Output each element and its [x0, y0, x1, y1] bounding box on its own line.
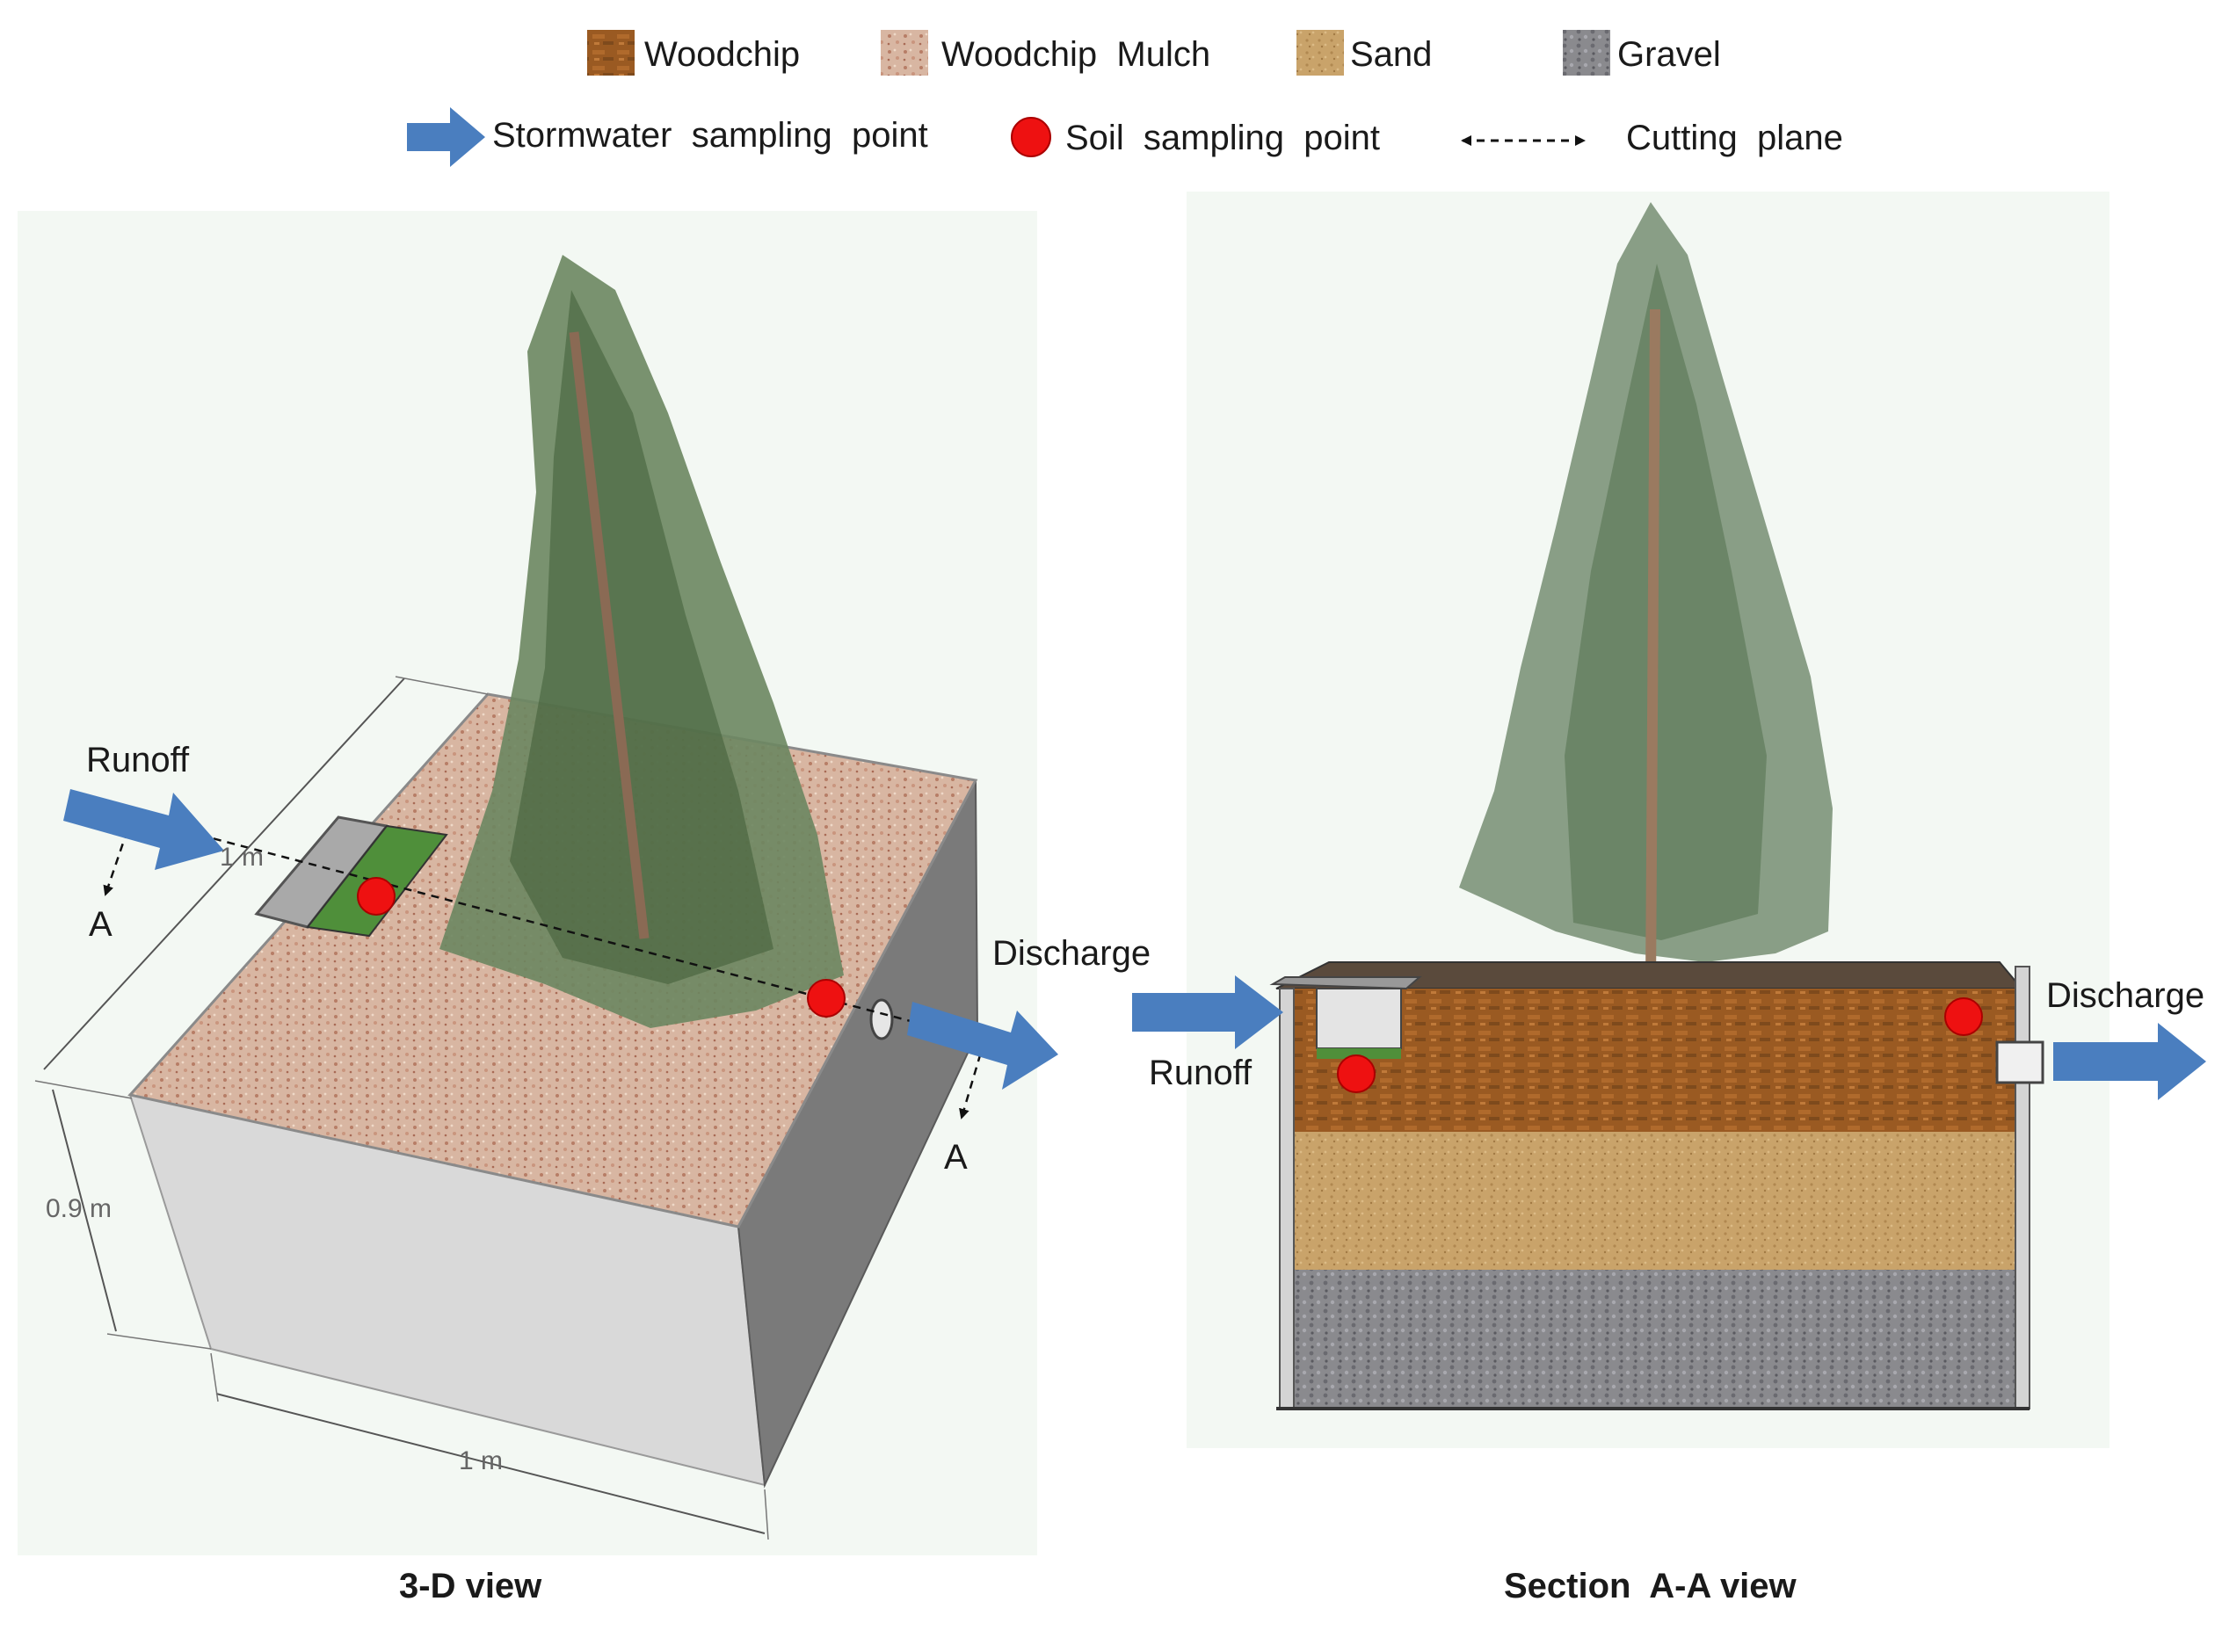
section-inlet-green	[1317, 1048, 1401, 1059]
legend: Woodchip Woodchip Mulch Sand Gravel Stor…	[407, 30, 1843, 167]
dimension-line-height	[52, 1089, 117, 1332]
tree-3d	[439, 255, 844, 1028]
tree-3d-trunk	[569, 331, 650, 939]
section-view: Runoff Discharge Section A-A view	[1132, 192, 2206, 1605]
woodchip-mulch-swatch	[881, 30, 928, 76]
section-inlet-box	[1316, 988, 1402, 1049]
sand-swatch	[1296, 30, 1344, 76]
legend-item-stormwater: Stormwater sampling point	[407, 107, 928, 167]
gravel-layer	[1292, 1270, 2018, 1409]
legend-label-cutting: Cutting plane	[1626, 119, 1843, 157]
section-label-a-right: A	[944, 1138, 968, 1177]
three-d-view: A A Runoff Discharge 1 m 0.9 m 1 m 3-D v…	[18, 211, 1151, 1605]
stormwater-arrow-icon	[407, 107, 485, 167]
section-left-wall	[1279, 988, 1295, 1409]
legend-label-sand: Sand	[1350, 35, 1432, 74]
woodchip-layer	[1292, 989, 2018, 1132]
dimension-bottom-label: 1 m	[459, 1446, 503, 1475]
dimension-ext-bottom-b	[764, 1489, 769, 1540]
legend-label-woodchip: Woodchip	[644, 35, 800, 74]
dimension-line-top	[43, 677, 405, 1070]
discharge-label-3d: Discharge	[992, 934, 1151, 973]
runoff-arrow-3d	[63, 789, 224, 870]
legend-label-woodchip-mulch: Woodchip Mulch	[941, 35, 1210, 74]
tree-3d-foliage-shade	[510, 290, 773, 984]
discharge-label-section: Discharge	[2046, 976, 2204, 1015]
legend-item-soil: Soil sampling point	[1011, 117, 1380, 157]
legend-item-sand: Sand	[1296, 30, 1432, 76]
soil-sampling-point-3d-outlet	[807, 979, 846, 1018]
discharge-arrow-3d	[907, 1002, 1058, 1090]
dimension-ext-top-b	[395, 676, 489, 695]
dimension-ext-top-a	[34, 1080, 133, 1099]
tree-section-foliage-shade	[1565, 264, 1767, 940]
legend-label-soil: Soil sampling point	[1065, 119, 1380, 157]
legend-item-cutting: Cutting plane	[1461, 119, 1843, 157]
tree-section-trunk	[1645, 308, 1660, 992]
legend-label-gravel: Gravel	[1617, 35, 1721, 74]
legend-item-gravel: Gravel	[1563, 30, 1721, 76]
discharge-arrow-section	[2053, 1023, 2206, 1100]
section-label-a-left: A	[89, 905, 113, 944]
section-outlet-pipe	[1995, 1040, 2044, 1084]
runoff-label-section: Runoff	[1149, 1054, 1253, 1092]
dimension-ext-bottom-a	[210, 1352, 219, 1402]
woodchip-swatch	[587, 30, 635, 76]
three-d-caption: 3-D view	[399, 1567, 542, 1605]
soil-sampling-dot-icon	[1011, 117, 1051, 157]
dimension-height-label: 0.9 m	[46, 1194, 112, 1223]
dimension-line-bottom	[215, 1393, 766, 1534]
gravel-swatch	[1563, 30, 1610, 76]
runoff-arrow-section	[1132, 975, 1283, 1049]
runoff-label-3d: Runoff	[86, 741, 190, 779]
dimension-top-label: 1 m	[220, 843, 264, 872]
soil-sampling-point-3d-inlet	[357, 877, 396, 916]
sand-layer	[1292, 1132, 2018, 1270]
outlet-pipe	[869, 998, 894, 1040]
soil-sampling-point-section-outlet	[1944, 997, 1983, 1036]
legend-item-woodchip: Woodchip	[587, 30, 800, 76]
legend-item-woodchip-mulch: Woodchip Mulch	[881, 30, 1210, 76]
soil-sampling-point-section-inlet	[1337, 1054, 1376, 1093]
legend-label-stormwater: Stormwater sampling point	[492, 116, 928, 155]
dimension-ext-height-b	[106, 1333, 212, 1350]
section-caption: Section A-A view	[1504, 1567, 1797, 1605]
section-right-wall	[2015, 966, 2030, 1409]
section-inlet-grate	[1269, 976, 1422, 990]
tree-section	[1459, 202, 1833, 992]
